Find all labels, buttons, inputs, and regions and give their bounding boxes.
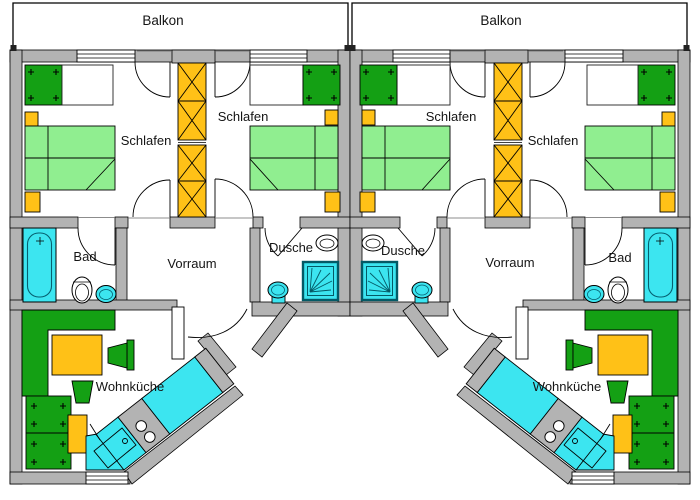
label-balcony-left: Balkon bbox=[142, 13, 183, 28]
label-shower-left: Dusche bbox=[269, 240, 313, 255]
label-kitchen-left: Wohnküche bbox=[96, 379, 164, 394]
label-bedroom-outer-right: Schlafen bbox=[528, 133, 579, 148]
label-balcony-right: Balkon bbox=[480, 13, 521, 28]
label-shower-right: Dusche bbox=[381, 243, 425, 258]
label-bath-right: Bad bbox=[608, 250, 631, 265]
label-bedroom-outer-left: Schlafen bbox=[121, 133, 172, 148]
label-hall-right: Vorraum bbox=[485, 255, 534, 270]
label-bedroom-inner-left: Schlafen bbox=[218, 109, 269, 124]
label-bedroom-inner-right: Schlafen bbox=[426, 109, 477, 124]
label-hall-left: Vorraum bbox=[167, 256, 216, 271]
label-bath-left: Bad bbox=[73, 249, 96, 264]
label-kitchen-right: Wohnküche bbox=[533, 379, 601, 394]
